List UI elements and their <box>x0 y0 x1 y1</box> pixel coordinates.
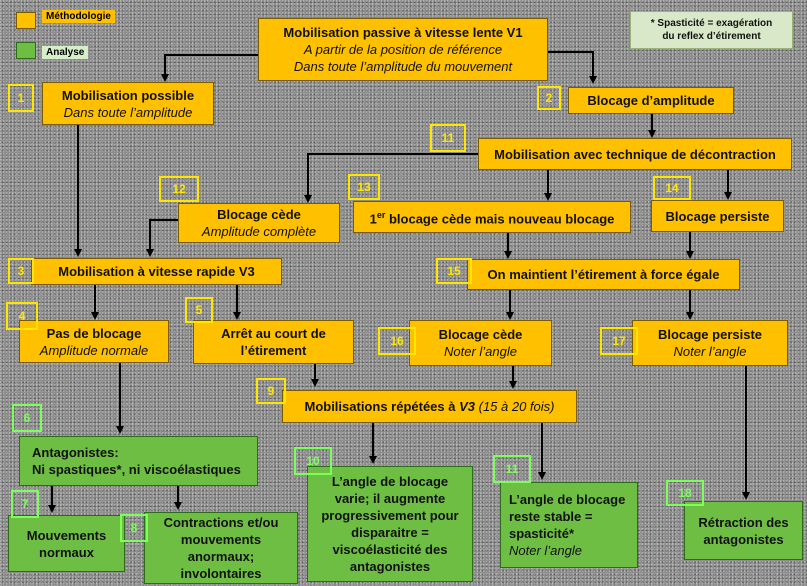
b10-line-2: varie; il augmente <box>334 491 446 506</box>
b10-line-6: antagonistes <box>349 559 431 574</box>
box-mobilisation-lente-v1: Mobilisation passive à vitesse lente V1 … <box>258 18 548 81</box>
b4-subtitle: Amplitude normale <box>39 342 149 358</box>
b12-subtitle: Amplitude complète <box>201 224 317 239</box>
step-number-18: 18 <box>666 480 704 506</box>
b2-title: Blocage d’amplitude <box>587 93 715 108</box>
box-vitesse-rapide-v3: Mobilisation à vitesse rapide V3 <box>31 258 282 285</box>
b13-text: blocage cède mais nouveau blocage <box>385 211 615 227</box>
b15-title: On maintient l’étirement à force égale <box>487 267 720 282</box>
step-number-2: 2 <box>537 86 561 110</box>
b12-title: Blocage cède <box>217 207 301 222</box>
b11-title: Mobilisation avec technique de décontrac… <box>494 146 776 162</box>
step-number-7: 7 <box>11 490 39 518</box>
box-blocage-cede-complete: Blocage cède Amplitude complète <box>178 203 340 243</box>
arrow-v1-to-b2 <box>548 51 597 84</box>
legend-swatch-methodologie <box>16 12 36 29</box>
step-number-16: 16 <box>378 327 416 355</box>
step-number-3: 3 <box>8 258 34 284</box>
b1-subtitle: Dans toute l’amplitude <box>63 104 193 120</box>
b13-prefix: 1 <box>369 211 377 227</box>
b10-line-5: viscoélasticité des <box>332 542 448 557</box>
b13-sup: er <box>376 209 386 220</box>
b6-line-2: Ni spastiques*, ni viscoélastiques <box>32 462 241 477</box>
step-number-1: 1 <box>8 84 34 112</box>
legend-swatch-analyse <box>16 42 36 59</box>
note-line-1: * Spasticité = exagération <box>650 18 773 29</box>
box-arret-etirement: Arrêt au court de l’étirement <box>193 320 354 364</box>
b10-line-4: disparaitre = <box>351 525 429 540</box>
b7-line-1: Mouvements <box>26 527 107 543</box>
arrow-v1-to-b1 <box>161 54 258 82</box>
box-retraction-antagonistes: Rétraction des antagonistes <box>684 501 803 560</box>
v1-line-2: A partir de la position de référence <box>303 42 503 57</box>
note-line-2: du reflex d’étirement <box>662 31 761 42</box>
box-mobilisations-repetees: Mobilisations répétées à V3 (15 à 20 foi… <box>282 390 577 423</box>
legend-label-methodologie: Méthodologie <box>42 10 115 23</box>
v1-title: Mobilisation passive à vitesse lente V1 <box>283 25 523 40</box>
b13-title: 1er blocage cède mais nouveau blocage <box>370 207 615 227</box>
step-number-8: 8 <box>120 514 148 542</box>
step-number-10: 10 <box>294 447 332 475</box>
b7-line-2: normaux <box>39 544 94 560</box>
step-number-17: 17 <box>600 327 638 355</box>
b16-subtitle: Noter l’angle <box>444 344 517 359</box>
b10b-line-3: spasticité* <box>509 526 575 541</box>
step-number-11-analyse: 11 <box>493 455 531 483</box>
b18-line-1: Rétraction des <box>698 514 789 530</box>
b10-line-1: L’angle de blocage <box>331 474 449 489</box>
step-number-12: 12 <box>159 176 199 202</box>
box-contractions-anormaux: Contractions et/ou mouvements anormaux; … <box>144 512 298 584</box>
b10b-line-1: L’angle de blocage <box>509 492 626 507</box>
box-etirement-force-egale: On maintient l’étirement à force égale <box>467 259 740 290</box>
b5-line-1: Arrêt au court de <box>221 326 326 341</box>
box-blocage-cede-angle: Blocage cède Noter l’angle <box>409 320 552 366</box>
box-blocage-amplitude: Blocage d’amplitude <box>568 87 734 114</box>
box-technique-decontraction: Mobilisation avec technique de décontrac… <box>478 138 792 170</box>
step-number-11: 11 <box>430 124 466 152</box>
b5-line-2: l’étirement <box>240 343 307 358</box>
b8-line-3: anormaux; <box>187 549 255 564</box>
step-number-13: 13 <box>348 174 380 200</box>
step-number-4: 4 <box>6 302 38 330</box>
step-number-5: 5 <box>185 297 213 323</box>
b8-line-1: Contractions et/ou <box>163 515 279 530</box>
box-blocage-persiste-14: Blocage persiste <box>651 200 784 232</box>
b3-title: Mobilisation à vitesse rapide V3 <box>58 264 255 279</box>
b17-subtitle: Noter l’angle <box>673 344 747 359</box>
b10-line-3: progressivement pour <box>321 508 459 523</box>
step-number-9: 9 <box>256 378 286 404</box>
box-nouveau-blocage: 1er blocage cède mais nouveau blocage <box>353 201 631 233</box>
b8-line-2: mouvements <box>180 532 262 547</box>
box-antagonistes-normaux: Antagonistes: Ni spastiques*, ni viscoél… <box>19 436 258 486</box>
legend-label-analyse: Analyse <box>42 46 89 59</box>
b14-title: Blocage persiste <box>665 208 770 224</box>
b17-title: Blocage persiste <box>657 327 763 342</box>
b10b-line-2: reste stable = <box>509 509 593 524</box>
b9-text: Mobilisations répétées à <box>304 399 460 414</box>
b9-v3: V3 <box>459 399 475 414</box>
b8-line-4: involontaires <box>180 566 262 581</box>
b9-title: Mobilisations répétées à V3 (15 à 20 foi… <box>304 398 554 415</box>
arrow-b12-to-b3 <box>146 219 178 257</box>
box-pas-de-blocage: Pas de blocage Amplitude normale <box>19 320 169 363</box>
box-viscoelasticite: L’angle de blocage varie; il augmente pr… <box>307 466 473 582</box>
spasticity-note: * Spasticité = exagération du reflex d’é… <box>630 11 793 49</box>
step-number-14: 14 <box>653 176 691 200</box>
box-spasticite: L’angle de blocage reste stable = spasti… <box>500 482 638 568</box>
b1-title: Mobilisation possible <box>61 87 195 103</box>
box-mouvements-normaux: Mouvements normaux <box>8 515 125 572</box>
b16-title: Blocage cède <box>438 327 523 342</box>
v1-line-3: Dans toute l’amplitude du mouvement <box>293 59 513 74</box>
arrow-b11-to-b12 <box>304 153 478 203</box>
b4-title: Pas de blocage <box>46 325 142 341</box>
step-number-15: 15 <box>436 258 472 284</box>
box-blocage-persiste-angle: Blocage persiste Noter l’angle <box>632 320 788 366</box>
b18-line-2: antagonistes <box>703 531 784 547</box>
b6-line-1: Antagonistes: <box>32 445 119 460</box>
box-mobilisation-possible: Mobilisation possible Dans toute l’ampli… <box>42 82 214 125</box>
b10b-line-4: Noter l’angle <box>509 543 582 558</box>
step-number-6: 6 <box>12 404 42 432</box>
b9-rest: (15 à 20 fois) <box>475 399 555 414</box>
